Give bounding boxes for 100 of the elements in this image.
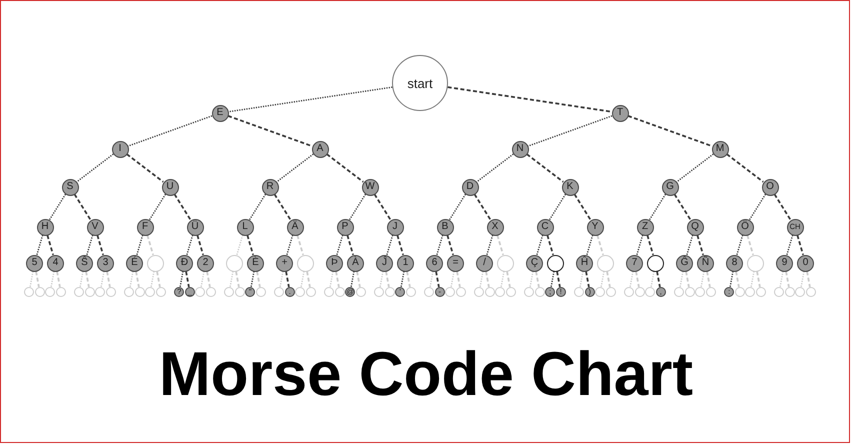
letter-node: J	[386, 218, 404, 236]
dashed-connector	[335, 271, 340, 288]
dashed-connector	[46, 234, 54, 256]
dashed-connector	[785, 271, 790, 288]
dashed-connector	[406, 271, 411, 288]
dashed-connector	[774, 194, 792, 220]
letter-node: È	[247, 254, 264, 272]
dotted-connector	[729, 271, 734, 288]
dashed-connector	[646, 234, 654, 256]
dotted-connector	[400, 271, 405, 288]
dotted-connector	[79, 271, 84, 288]
dotted-connector	[350, 271, 355, 288]
dashed-connector	[356, 271, 361, 288]
empty-node	[226, 254, 243, 272]
dashed-connector	[374, 194, 392, 220]
dotted-connector	[648, 194, 666, 220]
letter-node: +	[276, 254, 293, 272]
dashed-connector	[196, 234, 204, 256]
dotted-connector	[479, 271, 484, 288]
empty-node	[747, 254, 764, 272]
dotted-connector	[136, 234, 144, 256]
dashed-connector	[526, 153, 564, 183]
letter-node: Ü	[186, 218, 204, 236]
dashed-connector	[506, 271, 511, 288]
letter-node: Y	[586, 218, 604, 236]
letter-node: B	[436, 218, 454, 236]
letter-node: O	[762, 178, 778, 196]
dashed-connector	[735, 271, 740, 288]
letter-node: E	[212, 104, 228, 122]
dashed-connector	[696, 234, 704, 256]
dashed-connector	[796, 234, 804, 256]
dashed-connector	[185, 271, 190, 288]
dotted-connector	[50, 271, 55, 288]
empty-node	[647, 254, 664, 272]
dashed-connector	[585, 271, 590, 288]
dotted-connector	[548, 194, 566, 220]
letter-node: P	[336, 218, 354, 236]
dashed-connector	[656, 271, 661, 288]
dotted-connector	[429, 271, 434, 288]
dotted-connector	[736, 234, 744, 256]
dotted-connector	[129, 271, 134, 288]
letter-node: S	[62, 178, 78, 196]
letter-node: T	[612, 104, 628, 122]
dotted-connector	[336, 234, 344, 256]
dashed-connector	[35, 271, 40, 288]
dotted-connector	[128, 115, 212, 147]
dotted-connector	[550, 271, 555, 288]
letter-node: Ñ	[697, 254, 714, 272]
letter-node: D	[462, 178, 478, 196]
dotted-connector	[779, 271, 784, 288]
dotted-connector	[586, 234, 594, 256]
dotted-connector	[528, 115, 612, 147]
dotted-connector	[148, 194, 166, 220]
letter-node: Ŝ	[76, 254, 93, 272]
letter-node: U	[162, 178, 178, 196]
dashed-connector	[228, 115, 312, 147]
letter-node: Q	[686, 218, 704, 236]
letter-node: 2	[197, 254, 214, 272]
dashed-connector	[635, 271, 640, 288]
letter-node: X	[486, 218, 504, 236]
dashed-connector	[146, 234, 154, 256]
letter-node: =	[447, 254, 464, 272]
dashed-connector	[556, 271, 561, 288]
dotted-connector	[679, 271, 684, 288]
dotted-connector	[579, 271, 584, 288]
dashed-connector	[106, 271, 111, 288]
dotted-connector	[486, 234, 494, 256]
letter-node: 9	[776, 254, 793, 272]
dashed-connector	[396, 234, 404, 256]
dashed-connector	[326, 153, 364, 183]
dotted-connector	[386, 234, 394, 256]
dotted-connector	[500, 271, 505, 288]
dashed-connector	[485, 271, 490, 288]
dotted-connector	[276, 154, 314, 182]
dotted-connector	[450, 271, 455, 288]
dotted-connector	[379, 271, 384, 288]
letter-node: Ĵ	[376, 254, 393, 272]
dotted-connector	[536, 234, 544, 256]
dashed-connector	[606, 271, 611, 288]
dotted-connector	[86, 234, 94, 256]
dashed-connector	[56, 271, 61, 288]
letter-node: 6	[426, 254, 443, 272]
letter-node: G	[662, 178, 678, 196]
dotted-connector	[236, 234, 244, 256]
empty-node	[597, 254, 614, 272]
letter-node: L	[236, 218, 254, 236]
dotted-connector	[700, 271, 705, 288]
dotted-connector	[300, 271, 305, 288]
empty-node	[147, 254, 164, 272]
dashed-connector	[628, 115, 712, 147]
dotted-connector	[436, 234, 444, 256]
dotted-connector	[750, 271, 755, 288]
dotted-connector	[279, 271, 284, 288]
letter-node: Z	[636, 218, 654, 236]
dashed-connector	[346, 234, 354, 256]
dashed-connector	[174, 194, 192, 220]
dotted-connector	[329, 271, 334, 288]
dashed-connector	[274, 194, 292, 220]
dashed-connector	[456, 271, 461, 288]
dashed-connector	[706, 271, 711, 288]
